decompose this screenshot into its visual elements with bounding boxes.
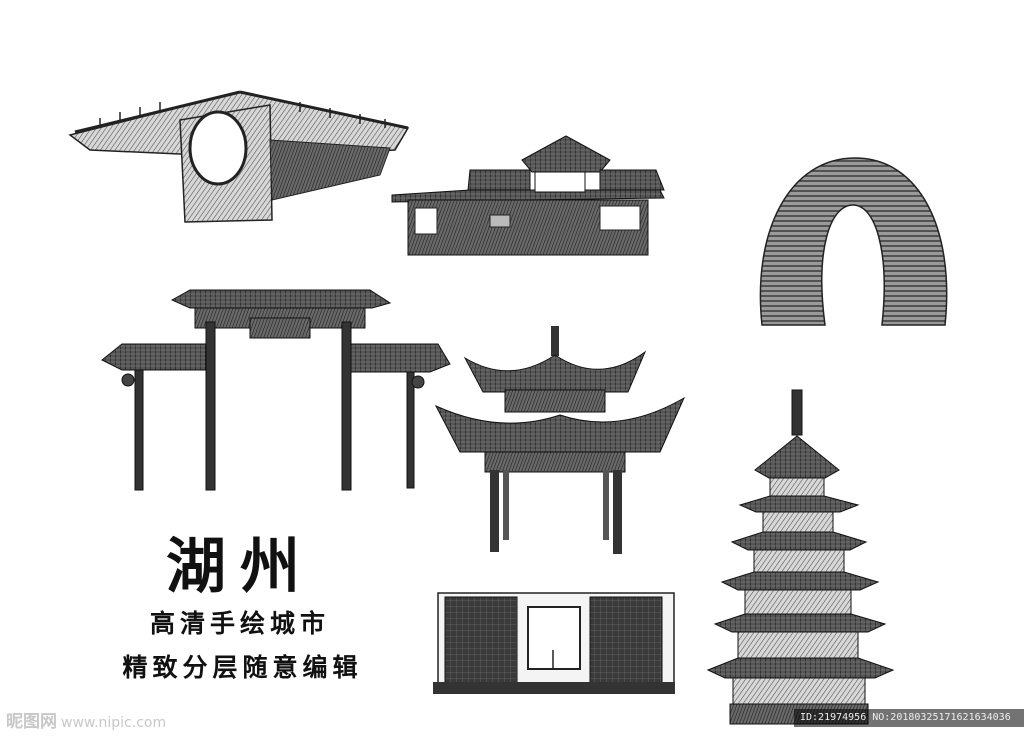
horseshoe-hotel-illustration [759, 157, 948, 326]
double-eave-pavilion-illustration [434, 326, 686, 554]
pagoda-illustration [706, 389, 895, 725]
subtitle-hand-drawn: 高清手绘城市 [149, 609, 330, 638]
watermark-brand: 昵图网 [6, 712, 57, 732]
riverside-pavilion-house-illustration [391, 135, 665, 256]
city-title: 湖州 [166, 532, 314, 602]
subtitle-layered-editable: 精致分层随意编辑 [122, 653, 363, 682]
modern-gate-building-illustration [433, 592, 675, 694]
image-id-bar: ID:21974956 NO:20180325171621634036 [794, 709, 1024, 727]
memorial-archway-gate-illustration [101, 289, 451, 491]
stone-arch-bridge-illustration [68, 90, 410, 223]
watermark-url: www.nipic.com [61, 715, 167, 731]
